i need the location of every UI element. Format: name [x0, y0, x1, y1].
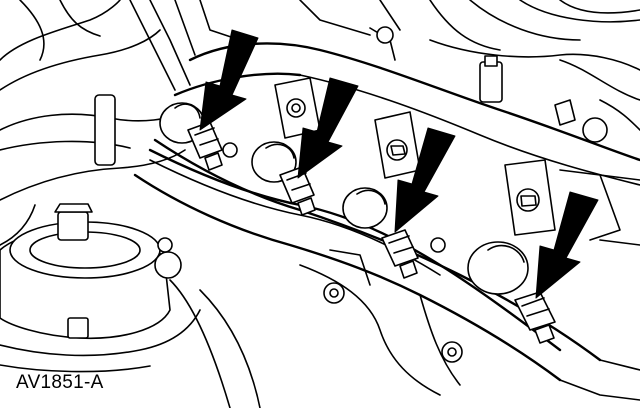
right-fitting: [582, 117, 608, 143]
head-bolt-1: [274, 77, 321, 139]
injector-2: [251, 141, 316, 216]
figure-caption: AV1851-A: [16, 372, 104, 393]
engine-mount: [0, 203, 261, 408]
injector-4: [467, 241, 556, 344]
cylinder-head: [173, 42, 640, 246]
injector-3: [342, 187, 419, 279]
small-bolt: [554, 99, 576, 126]
injector-connector-2: [279, 166, 315, 204]
head-bolt-3: [504, 159, 556, 236]
sensor-fitting: [479, 61, 503, 103]
head-bolt-2: [374, 111, 421, 179]
callout-arrow-4: [535, 191, 599, 299]
lower-nut: [67, 317, 89, 339]
injector-1: [159, 102, 223, 171]
bracket-post: [94, 94, 116, 166]
manifold-bolt-1: [323, 282, 345, 304]
mount-stud: [57, 211, 89, 241]
sensor-cap: [484, 55, 498, 67]
manifold-bolt-3: [430, 237, 446, 253]
manifold-bolt-2: [441, 341, 463, 363]
upper-right-components: [299, 0, 640, 143]
callout-arrow-2: [297, 77, 359, 179]
callout-arrow-1: [199, 29, 259, 131]
injector-connector-4: [514, 291, 556, 331]
mount-nut: [154, 251, 182, 279]
manifold-bolt-4: [222, 142, 238, 158]
callout-arrow-3: [394, 127, 456, 233]
injector-connector-3: [381, 229, 419, 267]
hose-clamp: [376, 26, 394, 44]
